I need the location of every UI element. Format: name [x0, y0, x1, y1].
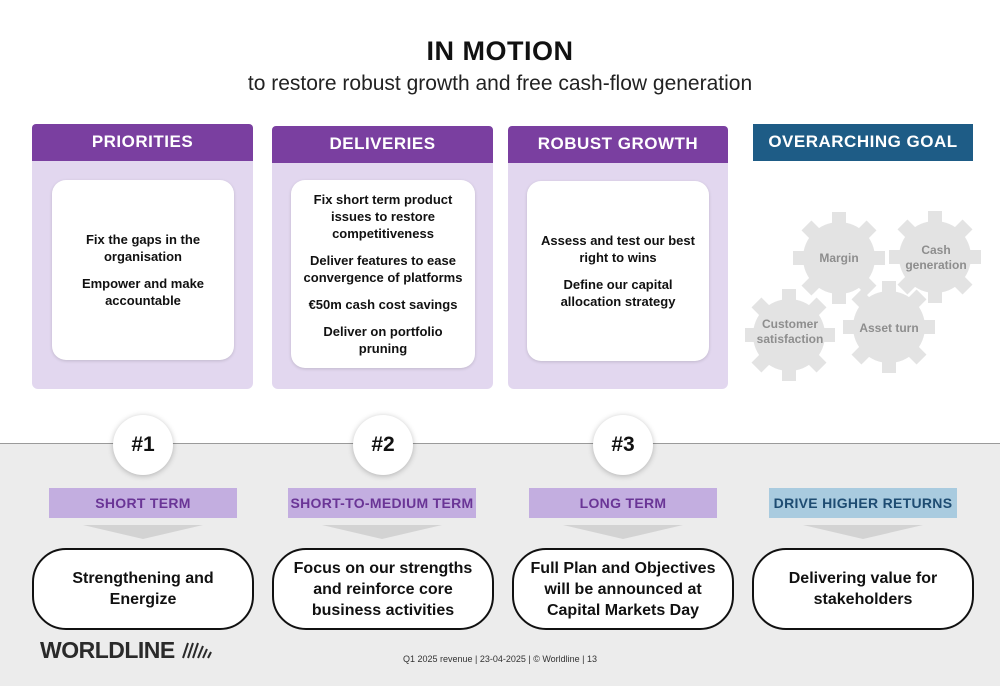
robust-growth-heading: ROBUST GROWTH	[508, 126, 728, 163]
step-number-badge: #2	[353, 415, 413, 475]
down-arrow-icon	[563, 525, 683, 539]
page-subtitle: to restore robust growth and free cash-f…	[247, 72, 753, 95]
gear-label-asset-turn: Asset turn	[859, 321, 919, 335]
outcome-long-term: Full Plan and Objectives will be announc…	[512, 548, 734, 630]
priorities-card: Fix the gaps in the organisation Empower…	[52, 180, 234, 360]
robust-growth-panel: ROBUST GROWTH Assess and test our best r…	[508, 126, 728, 389]
term-label-goal: DRIVE HIGHER RETURNS	[769, 488, 957, 518]
down-arrow-icon	[83, 525, 203, 539]
down-arrow-icon	[803, 525, 923, 539]
robust-growth-item: Assess and test our best right to wins	[541, 233, 695, 265]
robust-growth-item: Define our capital allocation strategy	[560, 277, 676, 309]
gear-label-margin: Margin	[819, 251, 859, 265]
step-number-badge: #1	[113, 415, 173, 475]
term-label-long: LONG TERM	[529, 488, 717, 518]
gear-label-customer-satisfaction: Customer satisfaction	[756, 317, 824, 346]
term-label-short: SHORT TERM	[49, 488, 237, 518]
deliveries-item: Deliver features to ease convergence of …	[303, 253, 463, 285]
outcome-short-to-medium-term: Focus on our strengths and reinforce cor…	[272, 548, 494, 630]
priorities-panel: PRIORITIES Fix the gaps in the organisat…	[32, 124, 253, 389]
term-label-short-to-medium: SHORT-TO-MEDIUM TERM	[288, 488, 476, 518]
deliveries-heading: DELIVERIES	[272, 126, 493, 163]
footer-text: Q1 2025 revenue | 23-04-2025 | © Worldli…	[402, 654, 598, 664]
deliveries-item: €50m cash cost savings	[308, 297, 458, 312]
priorities-heading: PRIORITIES	[32, 124, 253, 161]
outcome-short-term: Strengthening and Energize	[32, 548, 254, 630]
deliveries-card: Fix short term product issues to restore…	[291, 180, 475, 368]
step-number-badge: #3	[593, 415, 653, 475]
priorities-item: Empower and make accountable	[81, 276, 205, 308]
deliveries-item: Deliver on portfolio pruning	[323, 324, 443, 356]
worldline-logo: WORLDLINE	[40, 637, 215, 664]
robust-growth-card: Assess and test our best right to wins D…	[527, 181, 709, 361]
outcome-goal: Delivering value for stakeholders	[752, 548, 974, 630]
gear-label-cash-generation: Cash generation	[905, 243, 967, 272]
gears-graphic	[745, 211, 981, 381]
goal-heading: OVERARCHING GOAL	[753, 124, 973, 161]
deliveries-item: Fix short term product issues to restore…	[313, 192, 453, 241]
priorities-item: Fix the gaps in the organisation	[85, 232, 201, 264]
down-arrow-icon	[322, 525, 442, 539]
logo-text: WORLDLINE	[40, 637, 175, 663]
page-title: IN MOTION	[426, 36, 574, 66]
deliveries-panel: DELIVERIES Fix short term product issues…	[272, 126, 493, 389]
logo-waves-icon	[181, 642, 212, 659]
